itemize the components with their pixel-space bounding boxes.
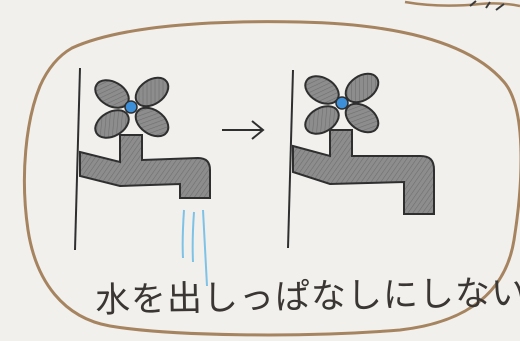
right-arrow-icon: [222, 120, 265, 140]
rounded-frame: [22, 20, 520, 337]
caption-text: 水を出しっぱなしにしない。: [94, 272, 520, 321]
neighbor-illustration-fragment: [404, 0, 520, 8]
water-stream-icon: [181, 209, 208, 287]
faucet-closed-icon: [287, 69, 435, 249]
faucet-running-icon: [74, 67, 211, 251]
